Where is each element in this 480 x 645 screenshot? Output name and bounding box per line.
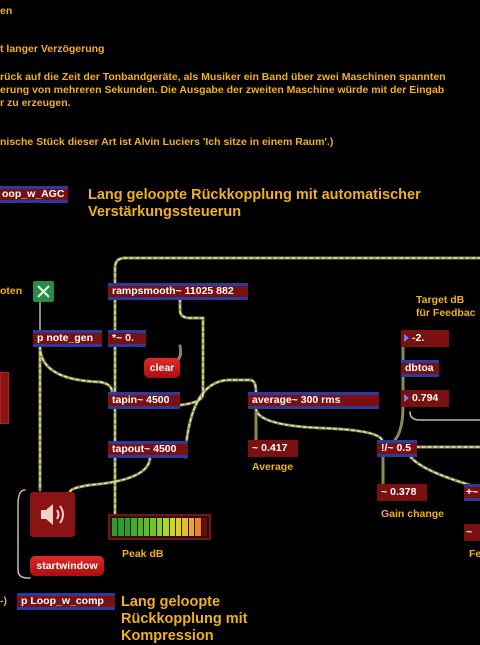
heading-comp-line-2: Rückkopplung mit (121, 611, 248, 627)
number-amplitude[interactable]: 0.794 (401, 390, 449, 407)
object-rampsmooth[interactable]: rampsmooth~ 11025 882 (108, 283, 248, 300)
triangle-icon (404, 394, 409, 402)
subpatcher-loop-comp[interactable]: p Loop_w_comp (17, 593, 115, 610)
number-gain-change[interactable]: ~0.378 (377, 484, 427, 501)
object-right-edge[interactable]: +~ (464, 484, 480, 501)
speaker-icon[interactable] (30, 492, 75, 537)
intro-line-2: t langer Verzögerung (0, 43, 105, 55)
heading-agc-line-2: Verstärkungssteuerun (88, 204, 242, 220)
heading-comp-line-3: Kompression (121, 628, 214, 644)
label-noten: oten (0, 285, 23, 297)
object-note-gen[interactable]: p note_gen (33, 330, 102, 347)
tilde-icon: ~ (466, 526, 473, 538)
tilde-icon: ~ (381, 486, 388, 498)
cord-average-rdiv (254, 406, 384, 442)
cord-amp-rdiv (393, 404, 405, 442)
cord-startwindow (17, 489, 31, 579)
intro-line-1: en (0, 5, 13, 17)
label-peak-db: Peak dB (122, 548, 164, 560)
object-average[interactable]: average~ 300 rms (248, 392, 379, 409)
intro-line-5: r zu erzeugen. (0, 97, 71, 109)
cord-rdiv-right (408, 454, 472, 487)
number-average[interactable]: ~0.417 (248, 440, 298, 457)
heading-agc-line-1: Lang geloopte Rückkopplung mit automatis… (88, 187, 421, 203)
clear-button[interactable]: clear (144, 358, 180, 378)
object-multiply[interactable]: *~ 0. (108, 330, 146, 347)
object-dbtoa[interactable]: dbtoa (401, 360, 439, 377)
number-right-edge[interactable]: ~ (464, 524, 480, 541)
subpatcher-loop-agc[interactable]: oop_w_AGC (0, 186, 68, 203)
intro-line-4: erung von mehreren Sekunden. Die Ausgabe… (0, 84, 445, 96)
intro-line-6: nische Stück dieser Art ist Alvin Lucier… (0, 136, 334, 148)
label-gain-change: Gain change (381, 508, 445, 520)
object-rdiv[interactable]: !/~ 0.5 (377, 440, 417, 457)
tilde-icon: ~ (252, 442, 259, 454)
object-tapin[interactable]: tapin~ 4500 (108, 392, 180, 409)
label-average: Average (252, 461, 294, 473)
triangle-icon (404, 334, 409, 342)
label-comp-prefix: -) (0, 595, 7, 607)
peak-db-meter (108, 514, 211, 540)
label-fuer-feedback: für Feedbac (416, 307, 476, 319)
heading-comp-line-1: Lang geloopte (121, 594, 221, 610)
cord-feedback-in (409, 411, 480, 421)
object-tapout[interactable]: tapout~ 4500 (108, 441, 188, 458)
level-meter-left (0, 372, 9, 424)
cord-top-loop (113, 256, 480, 285)
label-target-db: Target dB (416, 294, 465, 306)
intro-line-3: rück auf die Zeit der Tonbandgeräte, als… (0, 71, 446, 83)
x-toggle-icon[interactable] (33, 281, 54, 302)
number-target-db[interactable]: -2. (401, 330, 449, 347)
startwindow-button[interactable]: startwindow (30, 556, 104, 576)
cord-tapout-average (183, 378, 258, 459)
label-fe: Fe (469, 548, 480, 560)
